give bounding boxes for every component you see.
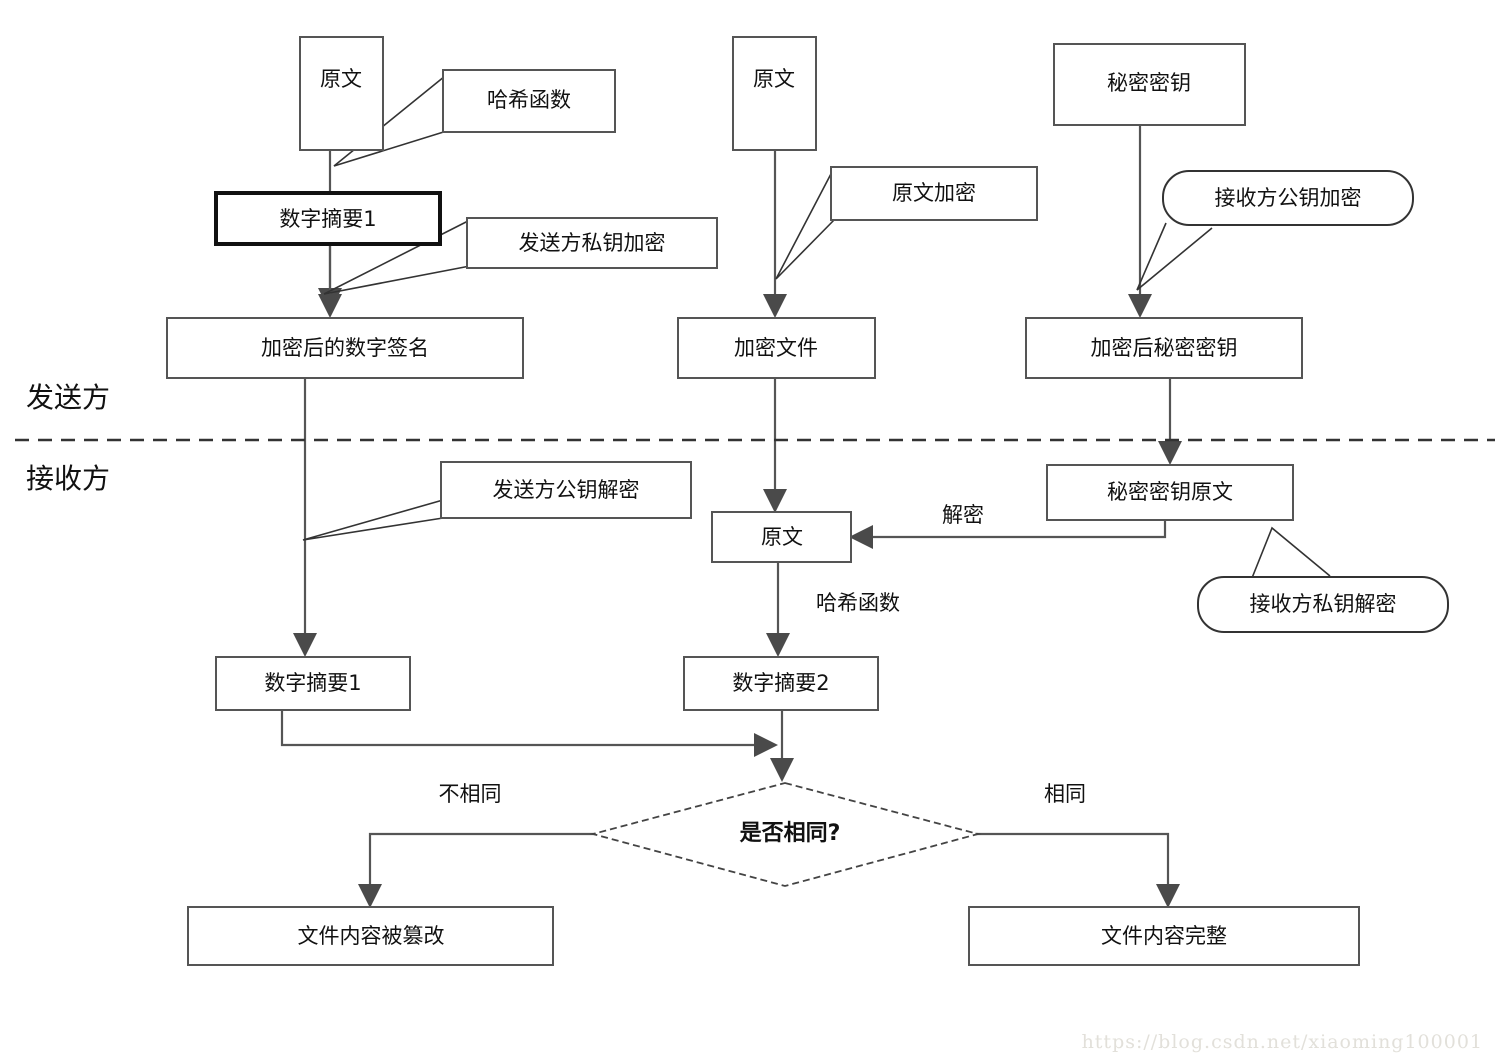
node-encrypted-secret-key[interactable]: 加密后秘密密钥 [1025,317,1303,379]
connector-encrypted-key-to-key-plain [1158,378,1182,465]
lane-label-sender: 发送方 [26,381,110,414]
node-encrypted-file-label: 加密文件 [734,336,818,360]
connector-digest2-to-decision [770,710,794,782]
edge-label-same: 相同 [1044,782,1086,806]
callout-sender-private-key-label: 发送方私钥加密 [519,231,666,255]
callout-receiver-public-key-label: 接收方公钥加密 [1215,186,1362,210]
node-plaintext-recv-label: 原文 [761,525,803,549]
node-encrypted-signature-label: 加密后的数字签名 [261,336,429,360]
node-result-tampered[interactable]: 文件内容被篡改 [187,906,554,966]
connector-plaintext-recv-to-digest2 [766,562,790,657]
connector-digest1-to-signature [318,244,342,318]
callout-tail-receiver-private-key-decrypt [1251,526,1331,579]
connector-key-plain-to-plaintext-recv [849,520,1167,549]
connector-signature-to-digest1-bottom [293,378,317,657]
edge-label-decrypt: 解密 [942,503,984,527]
callout-sender-private-key-encrypt[interactable]: 发送方私钥加密 [466,217,718,269]
node-decision-label: 是否相同? [740,821,841,846]
node-result-intact-label: 文件内容完整 [1101,924,1227,948]
callout-receiver-private-key-label: 接收方私钥解密 [1250,592,1397,616]
node-decision[interactable]: 是否相同? [589,782,982,887]
callout-sender-public-key-decrypt[interactable]: 发送方公钥解密 [440,461,692,519]
edge-label-not-same: 不相同 [439,782,502,806]
node-secret-key[interactable]: 秘密密钥 [1053,43,1246,126]
node-secret-key-plain-label: 秘密密钥原文 [1107,480,1233,504]
node-plaintext-mid-label: 原文 [753,67,795,91]
node-digest1-bottom[interactable]: 数字摘要1 [215,656,411,711]
lane-label-receiver: 接收方 [26,462,110,495]
node-plaintext-mid[interactable]: 原文 [732,36,817,151]
node-plaintext-recv[interactable]: 原文 [711,511,852,563]
callout-tail-hash-function [333,71,451,167]
watermark-url: https://blog.csdn.net/xiaoming100001 [1081,1031,1483,1053]
node-digest1-top[interactable]: 数字摘要1 [214,191,442,246]
edge-label-hash-function: 哈希函数 [816,591,900,615]
callout-hash-function[interactable]: 哈希函数 [442,69,616,133]
connector-decision-same [975,832,1180,908]
node-digest2-bottom[interactable]: 数字摘要2 [683,656,879,711]
connector-plaintext-to-encrypted-file [763,150,787,318]
node-result-intact[interactable]: 文件内容完整 [968,906,1360,966]
node-plaintext-left-label: 原文 [320,67,362,91]
node-plaintext-left[interactable]: 原文 [299,36,384,151]
node-encrypted-file[interactable]: 加密文件 [677,317,876,379]
callout-tail-receiver-public-key [1136,222,1213,291]
node-digest2-bottom-label: 数字摘要2 [732,671,829,695]
node-digest1-bottom-label: 数字摘要1 [264,671,361,695]
connector-secret-key-to-encrypted-key [1128,125,1152,318]
callout-tail-sender-public-key-decrypt [302,499,444,541]
callout-receiver-private-key-decrypt[interactable]: 接收方私钥解密 [1197,576,1449,633]
connector-decision-not-same [358,832,596,908]
node-digest1-top-label: 数字摘要1 [279,207,376,231]
callout-sender-public-key-label: 发送方公钥解密 [493,478,640,502]
node-encrypted-secret-key-label: 加密后秘密密钥 [1091,336,1238,360]
callout-plaintext-encrypt[interactable]: 原文加密 [830,166,1038,221]
callout-hash-function-label: 哈希函数 [487,88,571,112]
node-encrypted-signature[interactable]: 加密后的数字签名 [166,317,524,379]
callout-plaintext-encrypt-label: 原文加密 [892,181,976,205]
callout-tail-plaintext-encrypt [775,169,837,280]
connector-digest1-bottom-to-decision [280,710,778,757]
node-result-tampered-label: 文件内容被篡改 [298,924,445,948]
node-secret-key-plain[interactable]: 秘密密钥原文 [1046,464,1294,521]
node-secret-key-label: 秘密密钥 [1107,71,1191,95]
connector-encrypted-file-to-plaintext-recv [763,378,787,513]
callout-receiver-public-key-encrypt[interactable]: 接收方公钥加密 [1162,170,1414,226]
